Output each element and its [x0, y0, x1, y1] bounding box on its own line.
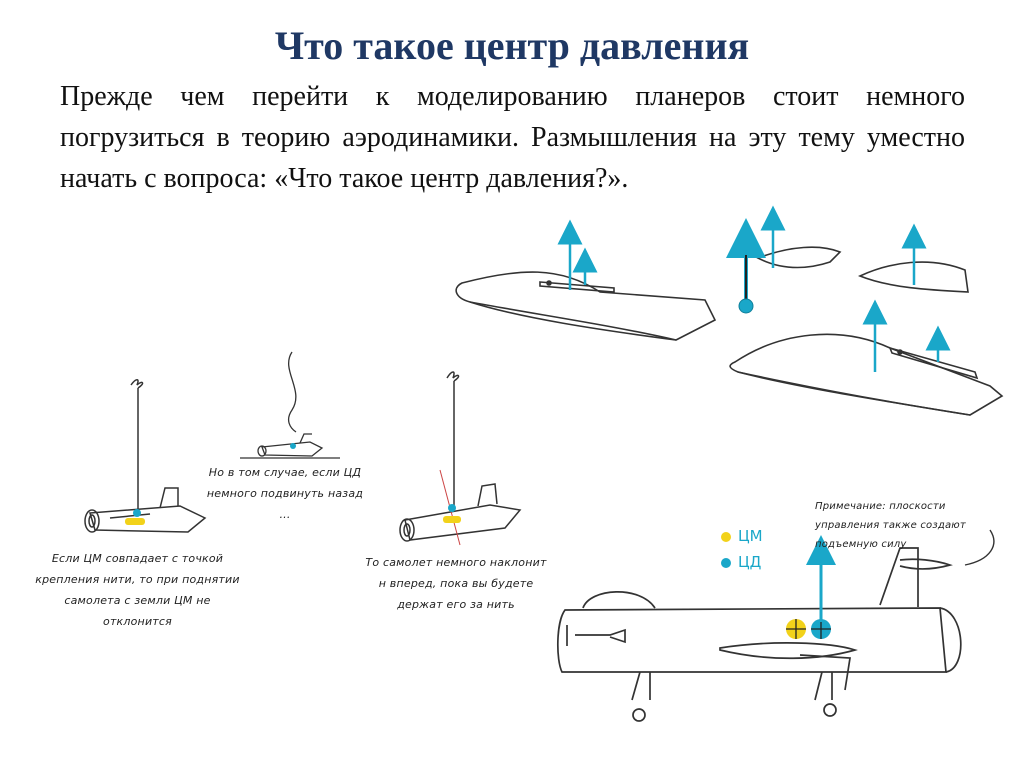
slide-title: Что такое центр давления [274, 23, 750, 68]
intro-paragraph: Прежде чем перейти к моделированию плане… [60, 81, 965, 194]
hanging-plane-middle [399, 371, 522, 542]
caption-left: Если ЦМ совпадает с точкой крепления нит… [35, 552, 240, 628]
hanging-plane-left [84, 379, 207, 533]
caption-middle: То самолет немного наклонит н вперед, по… [365, 556, 547, 611]
big-plane-drawing [556, 547, 962, 722]
cp-marker-middle [448, 504, 456, 512]
note-text: Примечание: плоскости управления также с… [815, 501, 966, 550]
stabilizer-lift-arrows [726, 205, 786, 314]
wing-left-drawing [455, 271, 717, 341]
cm-marker-middle [443, 516, 461, 523]
stabilizer-drawing [756, 246, 842, 269]
note-arrow [964, 529, 995, 566]
legend-cm-dot [721, 532, 731, 542]
legend-cp-dot [721, 558, 731, 568]
cm-marker-left [125, 518, 145, 525]
legend-cp-label: ЦД [738, 553, 762, 571]
small-plane-tilted [240, 351, 340, 459]
big-plane-centers [786, 619, 831, 639]
legend-cm-label: ЦМ [738, 527, 763, 545]
wing-right-lift-arrows [862, 299, 951, 372]
cp-marker-small [290, 443, 296, 449]
wing-left-lift-arrows [557, 219, 598, 290]
fin-drawing [857, 261, 969, 293]
caption-middle-top: Но в том случае, если ЦД немного подвину… [206, 466, 364, 521]
cp-marker-left [133, 509, 141, 517]
wing-right-drawing [729, 333, 1004, 416]
